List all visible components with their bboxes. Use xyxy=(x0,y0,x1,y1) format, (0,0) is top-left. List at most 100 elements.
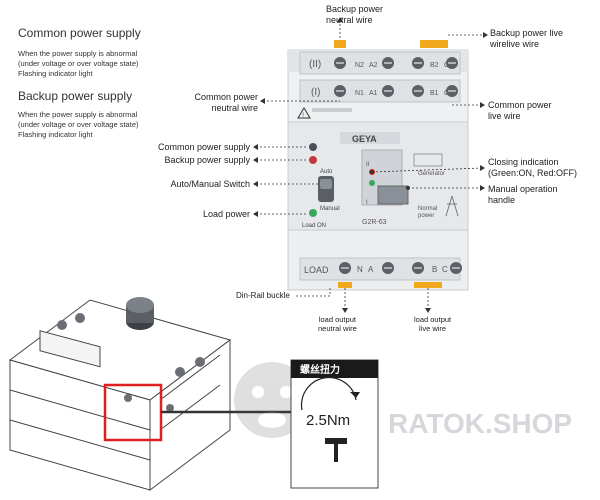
callout-common-neutral: Common power neutral wire xyxy=(180,92,258,114)
callout-common-supply: Common power supply xyxy=(157,142,250,152)
common-desc-line-3: Flashing indicator light xyxy=(18,69,93,78)
callout-backup-neutral: Backup power neutral wire xyxy=(326,4,383,26)
callout-manual-handle: Manual operation handle xyxy=(488,184,558,206)
callout-load-live-line-1: load output xyxy=(414,315,452,324)
callout-backup-live-line-2: wirelive wire xyxy=(490,39,540,49)
screw-c2 xyxy=(446,57,458,69)
callout-auto-manual: Auto/Manual Switch xyxy=(170,179,250,189)
common-desc-line-2: (under voltage or over voltage state) xyxy=(18,59,139,68)
brand-plate xyxy=(340,132,400,144)
common-desc-line-1: When the power supply is abnormal xyxy=(18,49,138,58)
callout-backup-live-line-1: Backup power live xyxy=(490,28,564,38)
callout-closing-indication: Closing indication (Green:ON, Red:OFF) xyxy=(488,157,577,179)
load-on-led xyxy=(309,209,317,217)
callout-closing-line-1: Closing indication xyxy=(488,157,559,167)
connector-load-live xyxy=(414,282,442,288)
a2-label: A2 xyxy=(369,62,378,69)
screw-c1 xyxy=(446,85,458,97)
leader-lines xyxy=(256,20,485,310)
backup-supply-led xyxy=(309,156,317,164)
closing-indicator-dot xyxy=(370,170,374,174)
torque-header: 螺丝扭力 xyxy=(300,363,340,376)
torque-arc xyxy=(300,376,357,411)
n1-label: N1 xyxy=(355,90,364,97)
common-supply-title: Common power supply xyxy=(18,26,141,40)
normal-label: Normal xyxy=(418,206,437,212)
callout-manual-line-1: Manual operation xyxy=(488,184,558,194)
callout-common-neutral-line-1: Common power xyxy=(194,92,258,102)
screw-b xyxy=(412,262,424,274)
backup-desc-line-1: When the power supply is abnormal xyxy=(18,110,138,119)
callout-load-live: load output live wire xyxy=(414,315,451,333)
screw-n1 xyxy=(334,85,346,97)
b-label: B xyxy=(432,265,437,274)
callout-load-neutral: load output neutral wire xyxy=(318,315,357,333)
power-tower-icon xyxy=(445,195,459,217)
screwdriver-icon xyxy=(325,438,347,462)
load-on-label: Load ON xyxy=(302,223,326,229)
backup-supply-title: Backup power supply xyxy=(18,89,133,103)
a-label: A xyxy=(368,265,374,274)
callout-backup-live: Backup power live wirelive wire xyxy=(490,28,563,50)
connector-load-neutral xyxy=(338,282,352,288)
warning-text-bar xyxy=(312,108,352,112)
callout-common-live-line-2: live wire xyxy=(488,111,521,121)
callout-backup-neutral-line-1: Backup power xyxy=(326,4,384,14)
warning-icon: ! xyxy=(297,107,311,119)
auto-label: Auto xyxy=(320,169,333,175)
closing-indicator-green xyxy=(369,180,375,186)
callout-load-neutral-line-2: neutral wire xyxy=(318,324,357,333)
c-label: C xyxy=(442,265,448,274)
b2-label: B2 xyxy=(430,62,439,69)
isometric-screws xyxy=(57,313,205,412)
brand-label: GEYA xyxy=(352,134,377,144)
a1-label: A1 xyxy=(369,90,378,97)
screw-n2 xyxy=(334,57,346,69)
load-terminal-label: LOAD xyxy=(304,265,329,275)
backup-desc-line-2: (under voltage or over voltage state) xyxy=(18,120,139,129)
callout-manual-line-2: handle xyxy=(488,195,516,205)
common-supply-led xyxy=(309,143,317,151)
roman-1-label: (I) xyxy=(311,87,320,98)
screw-n xyxy=(339,262,351,274)
generator-icon xyxy=(413,153,443,167)
torque-arrow-icon xyxy=(350,392,360,398)
generator-label: Generator xyxy=(418,171,445,177)
isometric-device xyxy=(8,299,232,491)
manual-label: Manual xyxy=(320,206,340,212)
screw-b2 xyxy=(412,57,424,69)
callout-closing-line-2: (Green:ON, Red:OFF) xyxy=(488,168,578,178)
callout-common-neutral-line-2: neutral wire xyxy=(211,103,258,113)
backup-desc-line-3: Flashing indicator light xyxy=(18,130,93,139)
common-supply-description: When the power supply is abnormal (under… xyxy=(18,49,138,79)
screw-a2 xyxy=(382,57,394,69)
b1-label: B1 xyxy=(430,90,439,97)
screw-b1 xyxy=(412,85,424,97)
n2-label: N2 xyxy=(355,62,364,69)
manual-operation-handle[interactable] xyxy=(377,185,409,205)
roman-2-label: (II) xyxy=(309,59,321,70)
svg-text:!: ! xyxy=(302,113,304,119)
callout-common-live-line-1: Common power xyxy=(488,100,552,110)
isometric-knob xyxy=(126,297,154,330)
connector-backup-neutral xyxy=(334,40,346,48)
watermark-text: RATOK.SHOP xyxy=(388,408,572,439)
backup-supply-description: When the power supply is abnormal (under… xyxy=(18,110,138,140)
i-label: I xyxy=(366,200,368,206)
callout-backup-supply: Backup power supply xyxy=(164,155,250,165)
leader-arrowheads xyxy=(253,17,488,313)
connector-backup-live xyxy=(420,40,448,48)
auto-manual-switch-knob[interactable] xyxy=(320,179,332,189)
callout-load-live-line-2: live wire xyxy=(419,324,447,333)
screw-c xyxy=(450,262,462,274)
model-label: G2R-63 xyxy=(362,219,387,226)
screw-a1 xyxy=(382,85,394,97)
callout-backup-neutral-line-2: neutral wire xyxy=(326,15,373,25)
callout-load-neutral-line-1: load output xyxy=(318,315,356,324)
manual-handle-dot xyxy=(406,186,410,190)
power-label: power xyxy=(418,213,434,219)
n-label: N xyxy=(357,265,363,274)
callout-din-rail: Din-Rail buckle xyxy=(236,291,290,300)
torque-box xyxy=(290,359,379,489)
